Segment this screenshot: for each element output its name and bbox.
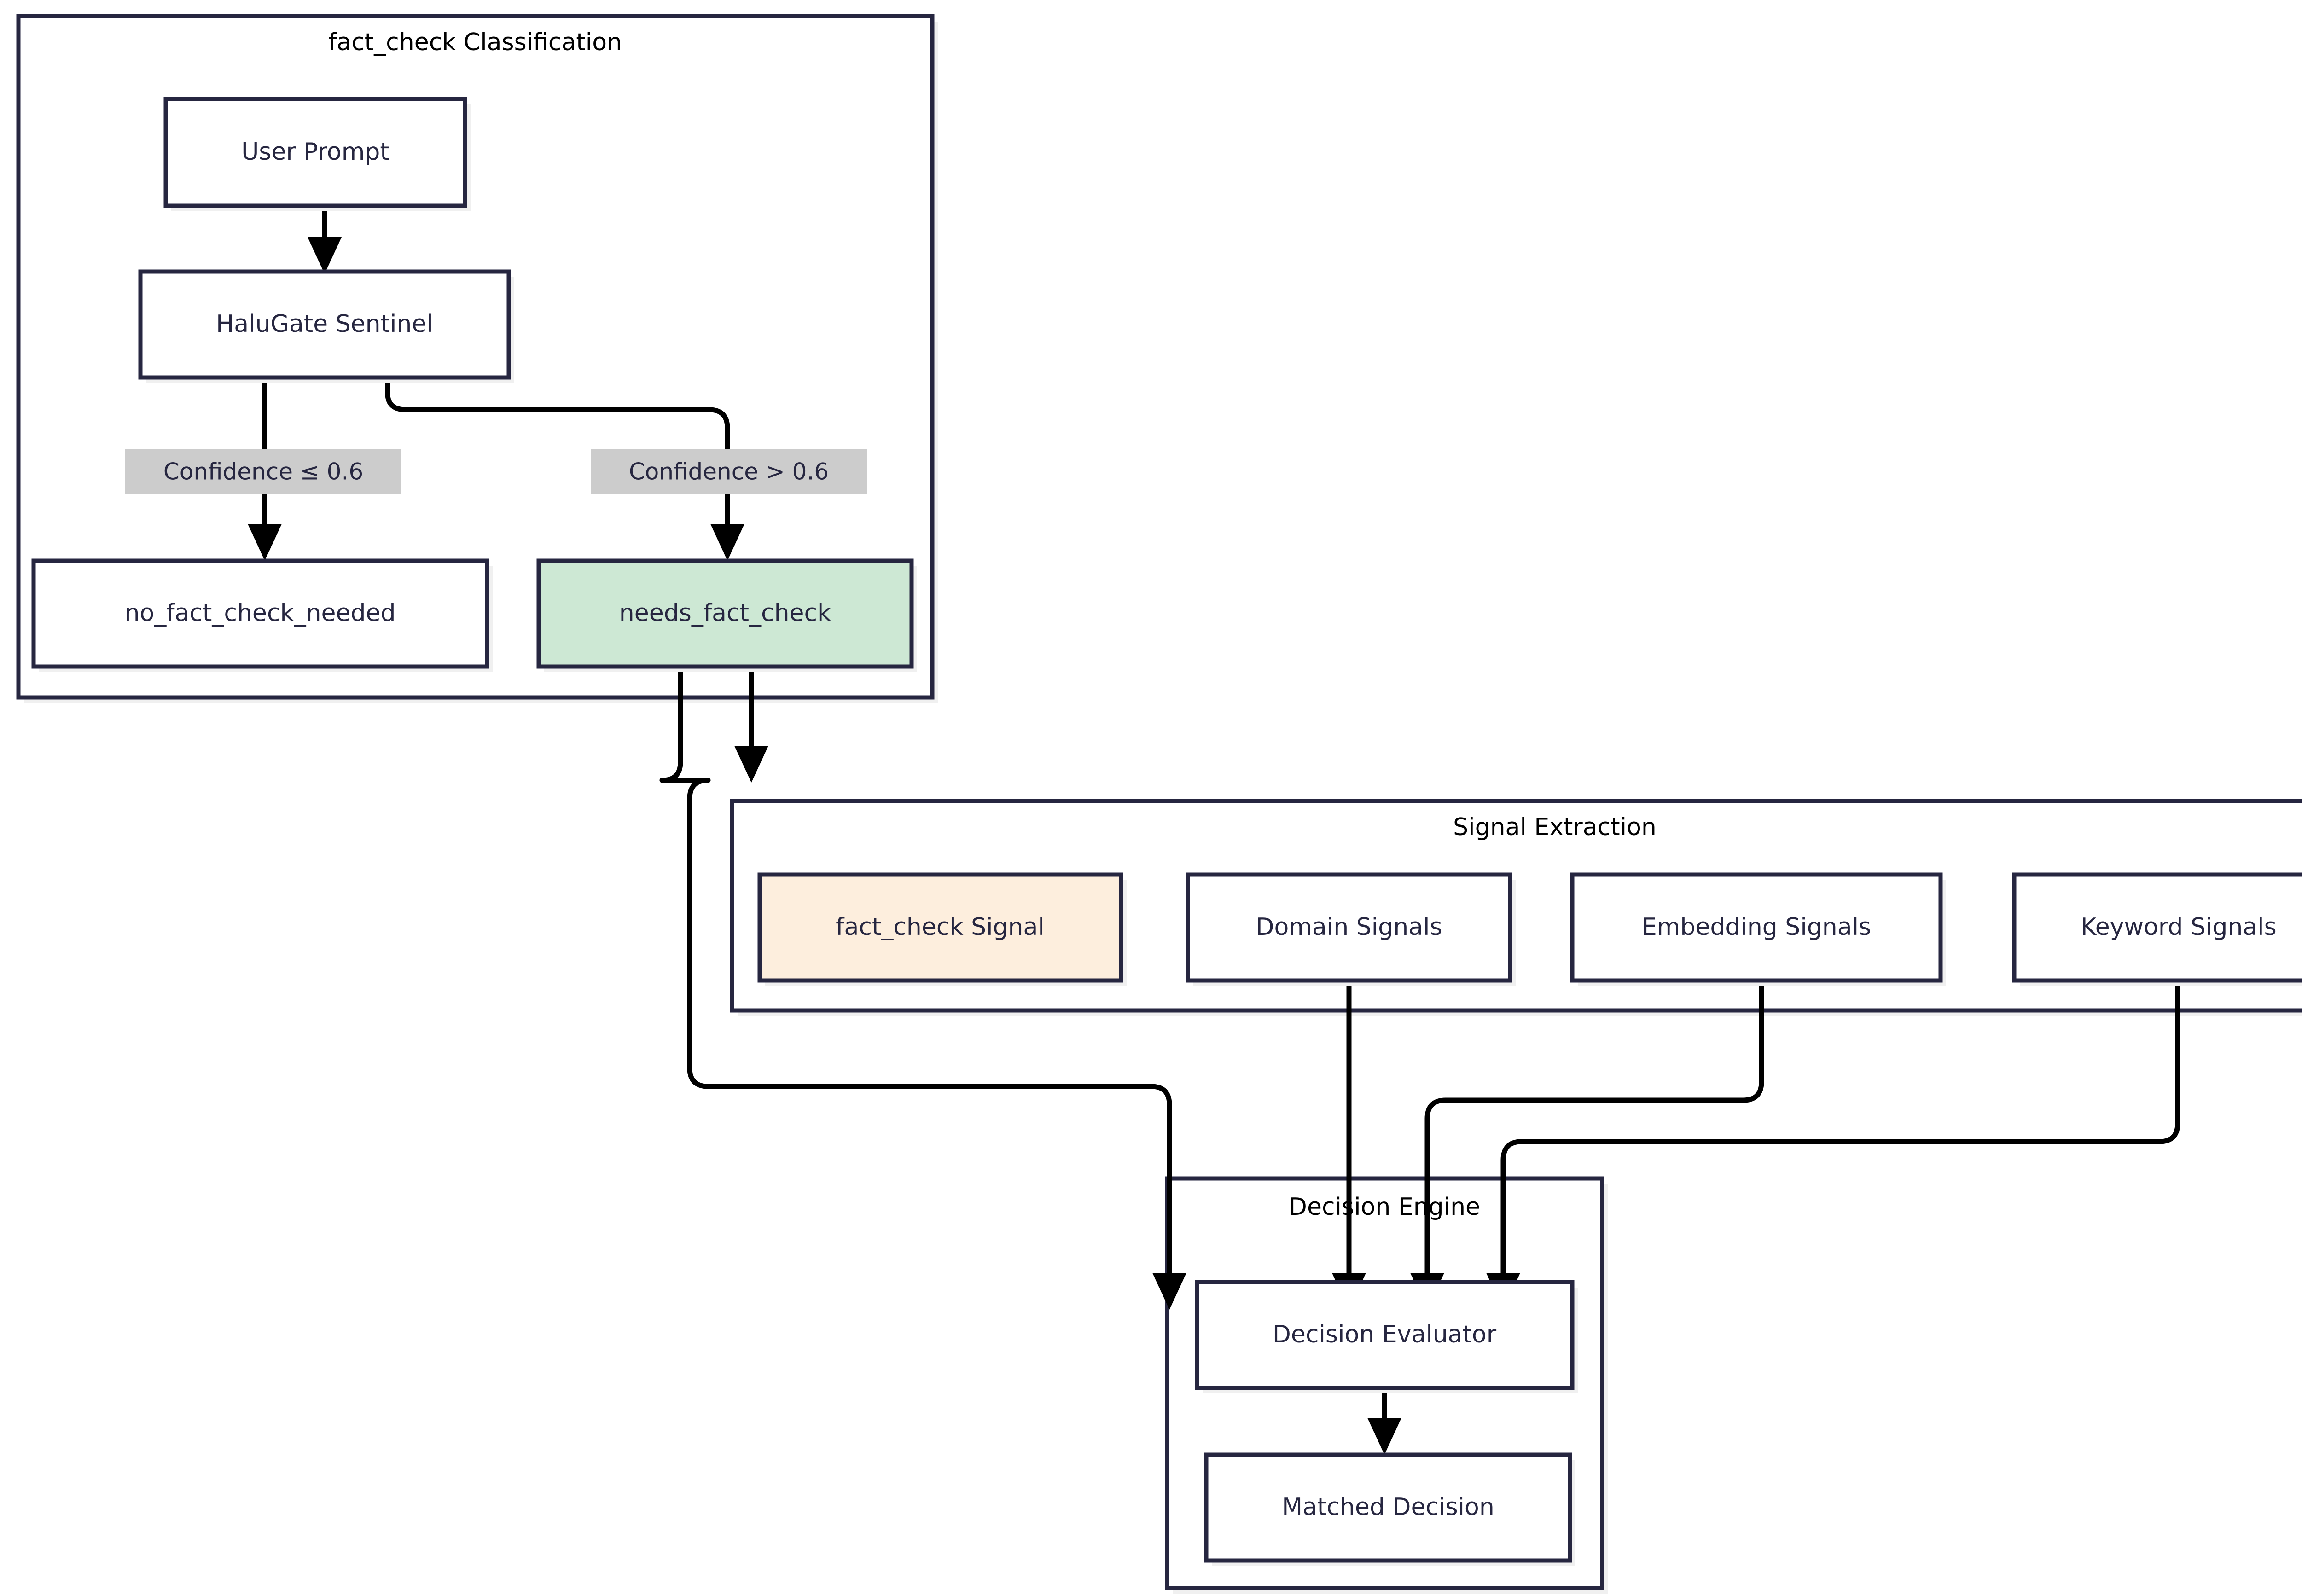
node-user-prompt[interactable]: User Prompt: [163, 97, 471, 211]
edge-decision-evaluator-to-matched-decision: [1367, 1388, 1401, 1455]
node-box[interactable]: [1186, 872, 1512, 983]
node-label-matched-decision: Matched Decision: [1282, 1493, 1494, 1521]
arrow-head: [710, 524, 744, 561]
edge-label-text: Confidence ≤ 0.6: [163, 458, 363, 485]
arrow-head: [1152, 1273, 1186, 1310]
node-box[interactable]: [1195, 1280, 1575, 1390]
edge-label-text: Confidence > 0.6: [629, 458, 829, 485]
node-fact-check-signal[interactable]: fact_check Signal: [757, 872, 1127, 986]
node-box[interactable]: [1204, 1452, 1572, 1563]
node-box[interactable]: [1570, 872, 1943, 983]
edge-needs-fact-check-to-decision-evaluator: [659, 656, 1186, 1310]
node-domain-signals[interactable]: Domain Signals: [1186, 872, 1516, 986]
arrow-head: [1367, 1418, 1401, 1455]
edge-label-confidence-high: Confidence > 0.6: [591, 449, 867, 494]
node-label-needs-fact-check: needs_fact_check: [619, 599, 831, 627]
node-box[interactable]: [163, 97, 467, 208]
node-embedding-signals[interactable]: Embedding Signals: [1570, 872, 1946, 986]
node-box[interactable]: [31, 558, 489, 669]
node-label-no-fact-check-needed: no_fact_check_needed: [124, 599, 395, 627]
node-halugate-sentinel[interactable]: HaluGate Sentinel: [138, 269, 514, 383]
arrow-head: [308, 237, 342, 274]
edge-label-background: [125, 449, 401, 494]
edge-user-prompt-to-halugate-sentinel: [308, 206, 342, 274]
edge-label-confidence-low: Confidence ≤ 0.6: [125, 449, 401, 494]
node-keyword-signals[interactable]: Keyword Signals: [2012, 872, 2302, 986]
edge-needs-fact-check-to-fact-check-signal: [734, 656, 768, 783]
cluster-title-fact-check-classification: fact_check Classification: [328, 29, 622, 56]
node-box[interactable]: [536, 558, 914, 669]
node-box[interactable]: [757, 872, 1123, 983]
cluster-title-signal-extraction: Signal Extraction: [1453, 813, 1657, 841]
node-label-keyword-signals: Keyword Signals: [2081, 913, 2276, 941]
node-needs-fact-check[interactable]: needs_fact_check: [536, 558, 917, 672]
node-no-fact-check-needed[interactable]: no_fact_check_needed: [31, 558, 493, 672]
node-label-halugate-sentinel: HaluGate Sentinel: [216, 310, 433, 338]
node-matched-decision[interactable]: Matched Decision: [1204, 1452, 1575, 1566]
node-decision-evaluator[interactable]: Decision Evaluator: [1195, 1280, 1578, 1393]
node-box[interactable]: [2012, 872, 2302, 983]
node-label-user-prompt: User Prompt: [241, 138, 389, 166]
node-box[interactable]: [138, 269, 511, 380]
edge-halugate-to-needs-fact-check: [385, 377, 744, 561]
arrow-head: [248, 524, 282, 561]
node-label-decision-evaluator: Decision Evaluator: [1273, 1321, 1497, 1348]
cluster-title-decision-engine: Decision Engine: [1289, 1193, 1480, 1221]
arrow-head: [734, 746, 768, 783]
node-label-domain-signals: Domain Signals: [1256, 913, 1442, 941]
node-label-fact-check-signal: fact_check Signal: [836, 913, 1045, 941]
node-label-embedding-signals: Embedding Signals: [1642, 913, 1871, 941]
edge-label-background: [591, 449, 867, 494]
